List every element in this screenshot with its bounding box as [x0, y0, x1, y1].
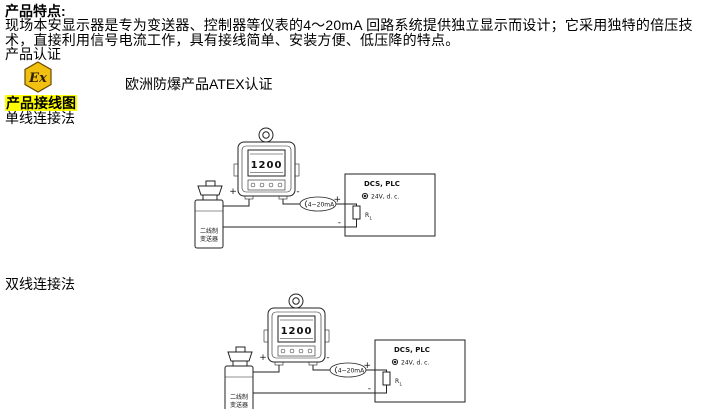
current-range-ellipse — [329, 362, 367, 378]
resistor-label: R — [365, 212, 369, 219]
transmitter-label-line2: 变送器 — [230, 401, 248, 409]
single-wire-diagram: 1200 二线制 变送器 DCS, PLC 24V, d. c. R L 4~2… — [194, 127, 436, 249]
load-resistor — [352, 205, 361, 220]
power-label: 24V, d. c. — [401, 360, 429, 367]
display-plus-label: + — [259, 353, 267, 363]
power-label: 24V, d. c. — [371, 194, 399, 201]
lcd-value: 1200 — [251, 160, 283, 171]
resistor-sub: L — [400, 382, 403, 388]
section-label-single-wire: 单线连接法 — [5, 110, 75, 126]
section-label-two-wire: 双线连接法 — [5, 276, 75, 292]
current-arrow-icon — [304, 200, 308, 208]
dcs-plc-label: DCS, PLC — [394, 346, 430, 354]
two-wire-diagram: 1200 二线制 变送器 DCS, PLC 24V, d. c. R L 4~2… — [224, 293, 466, 409]
display-plus-label: + — [229, 187, 237, 197]
wiring-heading-wrap: 产品接线图 — [5, 95, 77, 111]
power-terminal-icon — [363, 194, 367, 198]
resistor-label: R — [395, 378, 399, 385]
current-range-label: 4~20mA — [338, 368, 365, 375]
supply-minus-label: - — [368, 384, 371, 394]
current-range-label: 4~20mA — [308, 202, 335, 209]
wiring-heading: 产品接线图 — [5, 95, 77, 111]
load-resistor — [382, 371, 391, 386]
power-terminal-icon — [393, 360, 397, 364]
transmitter-label-line1: 二线制 — [230, 393, 248, 401]
supply-plus-label: + — [333, 195, 341, 205]
display-minus-label: - — [296, 187, 299, 197]
cert-heading: 产品认证 — [5, 46, 61, 62]
features-heading: 产品特点: — [5, 3, 66, 19]
transmitter — [194, 180, 224, 249]
lcd-value: 1200 — [281, 326, 313, 337]
ex-text: Ex — [28, 71, 47, 86]
loop-display-head — [233, 127, 300, 200]
features-paragraph: 现场本安显示器是专为变送器、控制器等仪表的4～20mA 回路系统提供独立显示而设… — [5, 17, 693, 48]
current-arrow-icon — [334, 366, 338, 374]
resistor-sub: L — [370, 216, 373, 222]
display-minus-label: - — [326, 353, 329, 363]
current-range-ellipse — [299, 196, 337, 212]
loop-display-head — [263, 293, 330, 366]
atex-ex-icon: Ex — [24, 61, 52, 93]
transmitter-label-line2: 变送器 — [200, 235, 218, 243]
ex-hexagon — [24, 61, 52, 93]
dcs-plc-label: DCS, PLC — [364, 180, 400, 188]
transmitter-label-line1: 二线制 — [200, 227, 218, 235]
transmitter — [224, 346, 254, 409]
supply-minus-label: - — [338, 218, 341, 228]
atex-label: 欧洲防爆产品ATEX认证 — [125, 76, 273, 92]
supply-plus-label: + — [363, 361, 371, 371]
